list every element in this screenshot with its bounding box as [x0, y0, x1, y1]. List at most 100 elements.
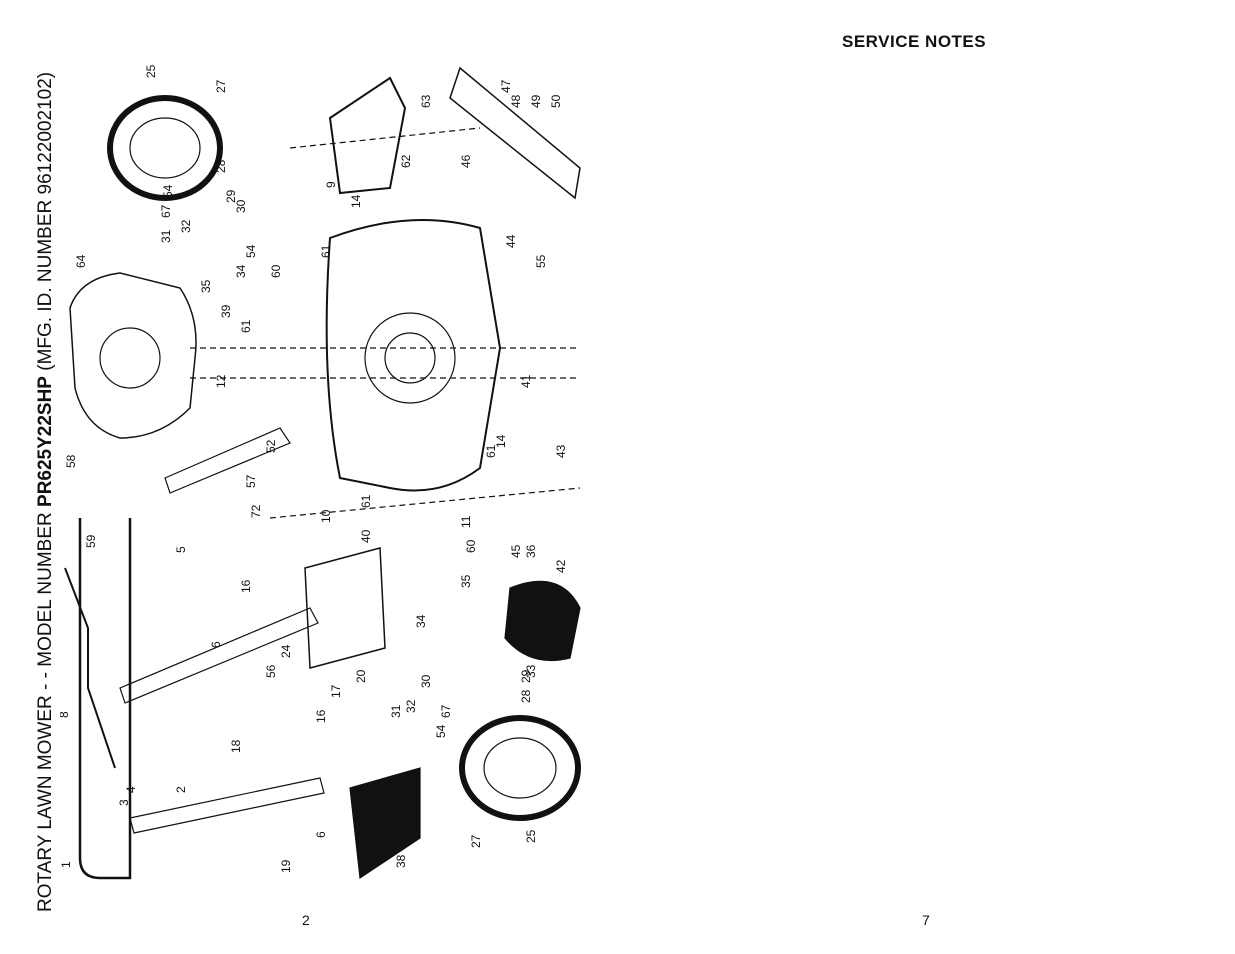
callout-56: 56	[264, 664, 278, 678]
callout-61: 61	[359, 494, 373, 508]
callout-24: 24	[279, 644, 293, 658]
callout-25: 25	[524, 829, 538, 843]
callout-12: 12	[214, 374, 228, 388]
callout-11: 11	[459, 515, 473, 528]
callout-27: 27	[214, 79, 228, 93]
callout-32: 32	[179, 219, 193, 233]
callout-48: 48	[509, 94, 523, 108]
handle-upper	[78, 518, 132, 880]
callout-55: 55	[534, 254, 548, 268]
callout-57: 57	[244, 474, 258, 488]
callout-43: 43	[554, 444, 568, 458]
callout-61: 61	[239, 319, 253, 333]
callout-58: 58	[64, 454, 78, 468]
callout-1: 1	[60, 861, 73, 868]
engine-body	[69, 272, 197, 439]
callout-59: 59	[84, 534, 98, 548]
blade	[449, 66, 581, 200]
rear-door	[304, 547, 386, 669]
title-regular: ROTARY LAWN MOWER - - MODEL NUMBER	[35, 506, 56, 912]
callout-6: 6	[209, 641, 223, 648]
page-number-left: 2	[302, 912, 310, 928]
callout-8: 8	[60, 711, 71, 718]
callout-47: 47	[499, 79, 513, 93]
side-guard	[504, 580, 581, 662]
callout-32: 32	[404, 699, 418, 713]
discharge-chute	[328, 76, 407, 195]
parts-title: ROTARY LAWN MOWER - - MODEL NUMBER PR625…	[32, 42, 60, 912]
callout-35: 35	[199, 279, 213, 293]
callout-30: 30	[234, 199, 248, 213]
callout-34: 34	[414, 614, 428, 628]
callout-18: 18	[229, 739, 243, 753]
exploded-parts-diagram: 1234566891011121414161617181920242525272…	[60, 64, 581, 880]
callout-10: 10	[319, 509, 333, 523]
callout-52: 52	[264, 439, 278, 453]
callout-42: 42	[554, 559, 568, 573]
page-number-right: 7	[922, 912, 930, 928]
callout-29: 29	[224, 189, 238, 203]
callout-9: 9	[324, 181, 338, 188]
service-notes-heading: SERVICE NOTES	[842, 32, 987, 51]
callout-44: 44	[504, 234, 518, 248]
left-page: ROTARY LAWN MOWER - - MODEL NUMBER PR625…	[0, 0, 617, 954]
callout-4: 4	[124, 786, 138, 793]
callout-5: 5	[174, 546, 188, 553]
callout-41: 41	[519, 374, 533, 388]
callout-34: 34	[234, 264, 248, 278]
callout-49: 49	[529, 94, 543, 108]
callout-29: 29	[519, 669, 533, 683]
callout-50: 50	[549, 94, 563, 108]
callout-14: 14	[349, 194, 363, 208]
callout-16: 16	[314, 709, 328, 723]
callout-54: 54	[161, 184, 175, 198]
wheel-bottom	[459, 715, 581, 821]
mulch-plug	[349, 767, 421, 880]
callout-60: 60	[269, 264, 283, 278]
callout-14: 14	[494, 434, 508, 448]
callout-31: 31	[389, 704, 403, 718]
wheel-top	[107, 95, 223, 201]
callout-30: 30	[419, 674, 433, 688]
handle-bottom-bar	[129, 777, 325, 834]
callout-33: 33	[524, 664, 538, 678]
callout-3: 3	[117, 799, 131, 806]
title-mfg-id: (MFG. ID. NUMBER 96122002102)	[35, 71, 56, 377]
callout-61: 61	[484, 444, 498, 458]
callout-40: 40	[359, 529, 373, 543]
callout-63: 63	[419, 94, 433, 108]
handle-lower-bar	[119, 607, 319, 704]
callout-19: 19	[279, 859, 293, 873]
callout-67: 67	[159, 204, 173, 218]
callout-6: 6	[314, 831, 328, 838]
right-page: SERVICE NOTES 7	[617, 0, 1235, 954]
callout-38: 38	[394, 854, 408, 868]
callout-61: 61	[319, 244, 333, 258]
callout-25: 25	[144, 64, 158, 78]
callout-46: 46	[459, 154, 473, 168]
callout-35: 35	[459, 574, 473, 588]
callout-labels: 1234566891011121414161617181920242525272…	[60, 64, 568, 873]
callout-72: 72	[249, 504, 263, 518]
callout-28: 28	[214, 159, 228, 173]
callout-54: 54	[434, 724, 448, 738]
callout-54: 54	[244, 244, 258, 258]
callout-28: 28	[519, 689, 533, 703]
callout-45: 45	[509, 544, 523, 558]
title-model-number: PR625Y22SHP	[35, 376, 56, 507]
mower-deck	[325, 219, 502, 492]
callout-27: 27	[469, 834, 483, 848]
callout-17: 17	[329, 684, 343, 698]
callout-36: 36	[524, 544, 538, 558]
callout-62: 62	[399, 154, 413, 168]
callout-31: 31	[159, 229, 173, 243]
callout-16: 16	[239, 579, 253, 593]
callout-60: 60	[464, 539, 478, 553]
callout-67: 67	[439, 704, 453, 718]
callout-2: 2	[174, 786, 188, 793]
callout-20: 20	[354, 669, 368, 683]
callout-39: 39	[219, 304, 233, 318]
callout-64: 64	[74, 254, 88, 268]
bail-rod	[64, 567, 116, 769]
handle-lower	[164, 427, 291, 494]
